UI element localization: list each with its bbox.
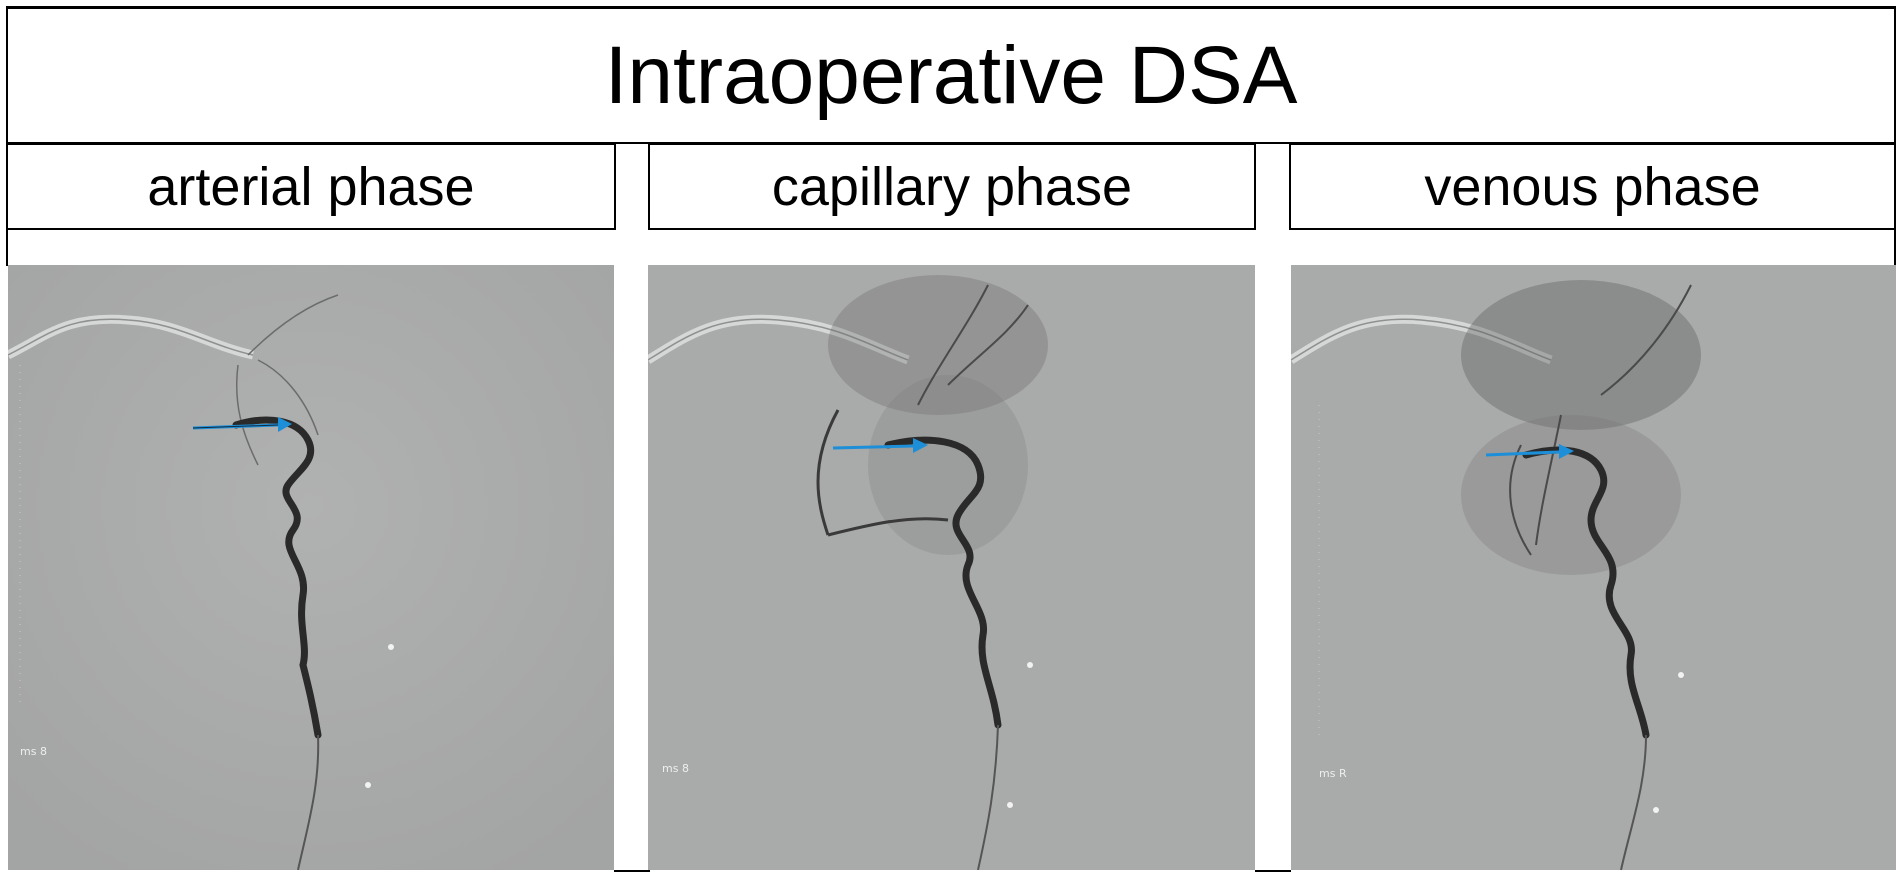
angiogram-arterial: ms 8 [8,265,614,870]
angiogram-venous-image [1291,265,1896,870]
angiogram-capillary: ms 8 [648,265,1255,870]
arrow-right-icon [832,444,914,450]
marker-label: ms 8 [662,762,689,775]
phase-label-venous: venous phase [1289,143,1896,230]
panel-gap-line-1 [614,870,650,872]
phase-label-capillary: capillary phase [648,143,1256,230]
arrow-right-icon [1485,450,1560,457]
left-border-line [6,228,8,266]
marker-label: ms R [1319,767,1347,780]
angiogram-arterial-image [8,265,614,870]
angiogram-venous: ms R [1291,265,1896,870]
phase-label-arterial: arterial phase [6,143,616,230]
figure-title-box: Intraoperative DSA [6,6,1896,144]
angiogram-capillary-image [648,265,1255,870]
right-border-line [1894,228,1896,266]
marker-label: ms 8 [20,745,47,758]
panel-gap-line-2 [1255,870,1291,872]
figure-title: Intraoperative DSA [604,29,1298,121]
